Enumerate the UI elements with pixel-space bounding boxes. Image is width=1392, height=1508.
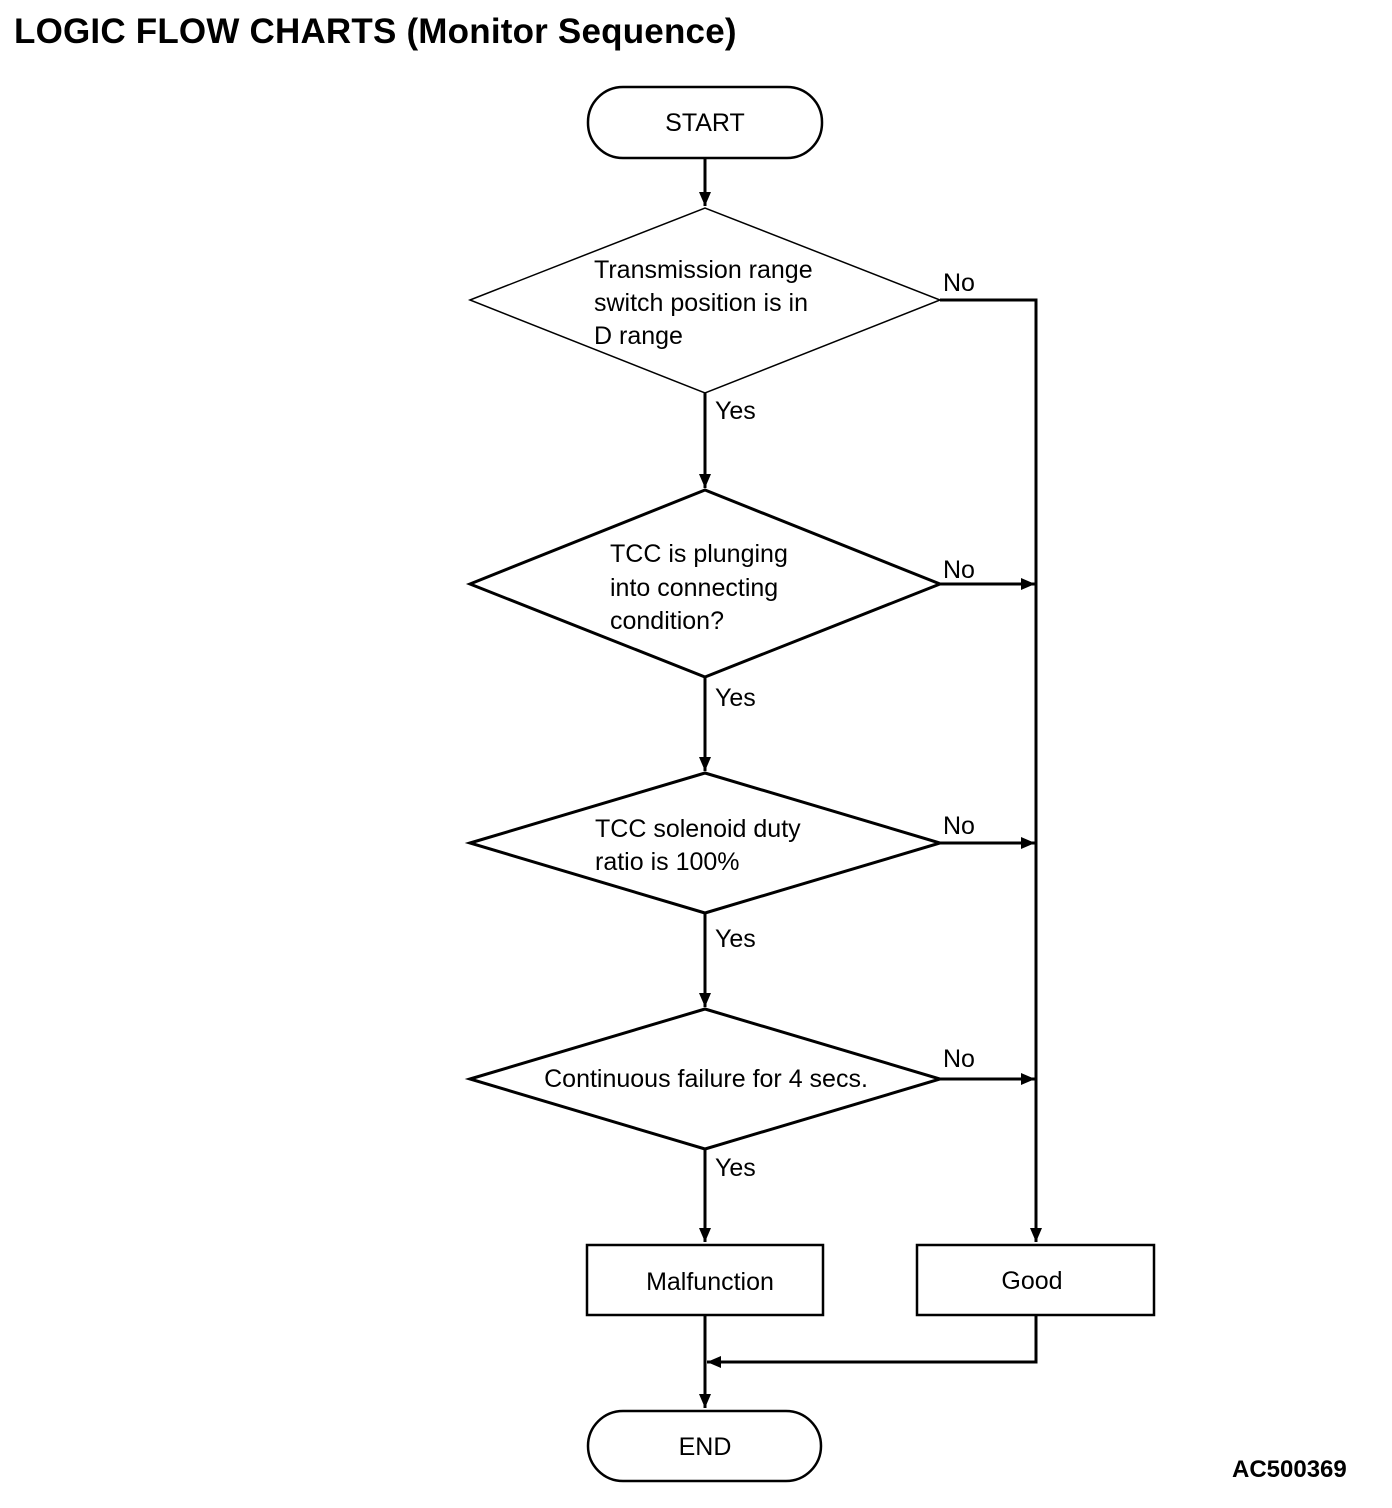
decision-4-yes-label: Yes (715, 1154, 756, 1182)
decision-3-line-1: TCC solenoid duty (595, 815, 801, 843)
decision-3-no-label: No (943, 812, 975, 840)
good-to-end-connector (707, 1315, 1038, 1368)
decision-2-line-2: into connecting (610, 574, 778, 602)
decision-1-line-1: Transmission range (594, 256, 813, 284)
malfunction-label: Malfunction (646, 1268, 774, 1296)
good-box (915, 1243, 1156, 1317)
end-terminal (586, 1409, 823, 1483)
decision-2-no-label: No (943, 556, 975, 584)
good-label: Good (1001, 1267, 1062, 1295)
start-label: START (665, 109, 745, 137)
decision-3-yes-label: Yes (715, 925, 756, 953)
decision-1-yes-label: Yes (715, 397, 756, 425)
decision-2-line-1: TCC is plunging (610, 540, 788, 568)
decision-4-line-1: Continuous failure for 4 secs. (544, 1065, 868, 1093)
decision-3-diamond (464, 771, 946, 915)
end-label: END (679, 1433, 732, 1461)
decision-1-line-2: switch position is in (594, 289, 808, 317)
decision-2-yes-label: Yes (715, 684, 756, 712)
decision-2-line-3: condition? (610, 607, 724, 635)
decision-1-no-connector (940, 298, 1042, 1242)
decision-1-line-3: D range (594, 322, 683, 350)
page-title: LOGIC FLOW CHARTS (Monitor Sequence) (14, 12, 737, 51)
decision-3-line-2: ratio is 100% (595, 848, 740, 876)
decision-1-no-label: No (943, 269, 975, 297)
figure-code: AC500369 (1232, 1456, 1347, 1483)
decision-4-no-label: No (943, 1045, 975, 1073)
